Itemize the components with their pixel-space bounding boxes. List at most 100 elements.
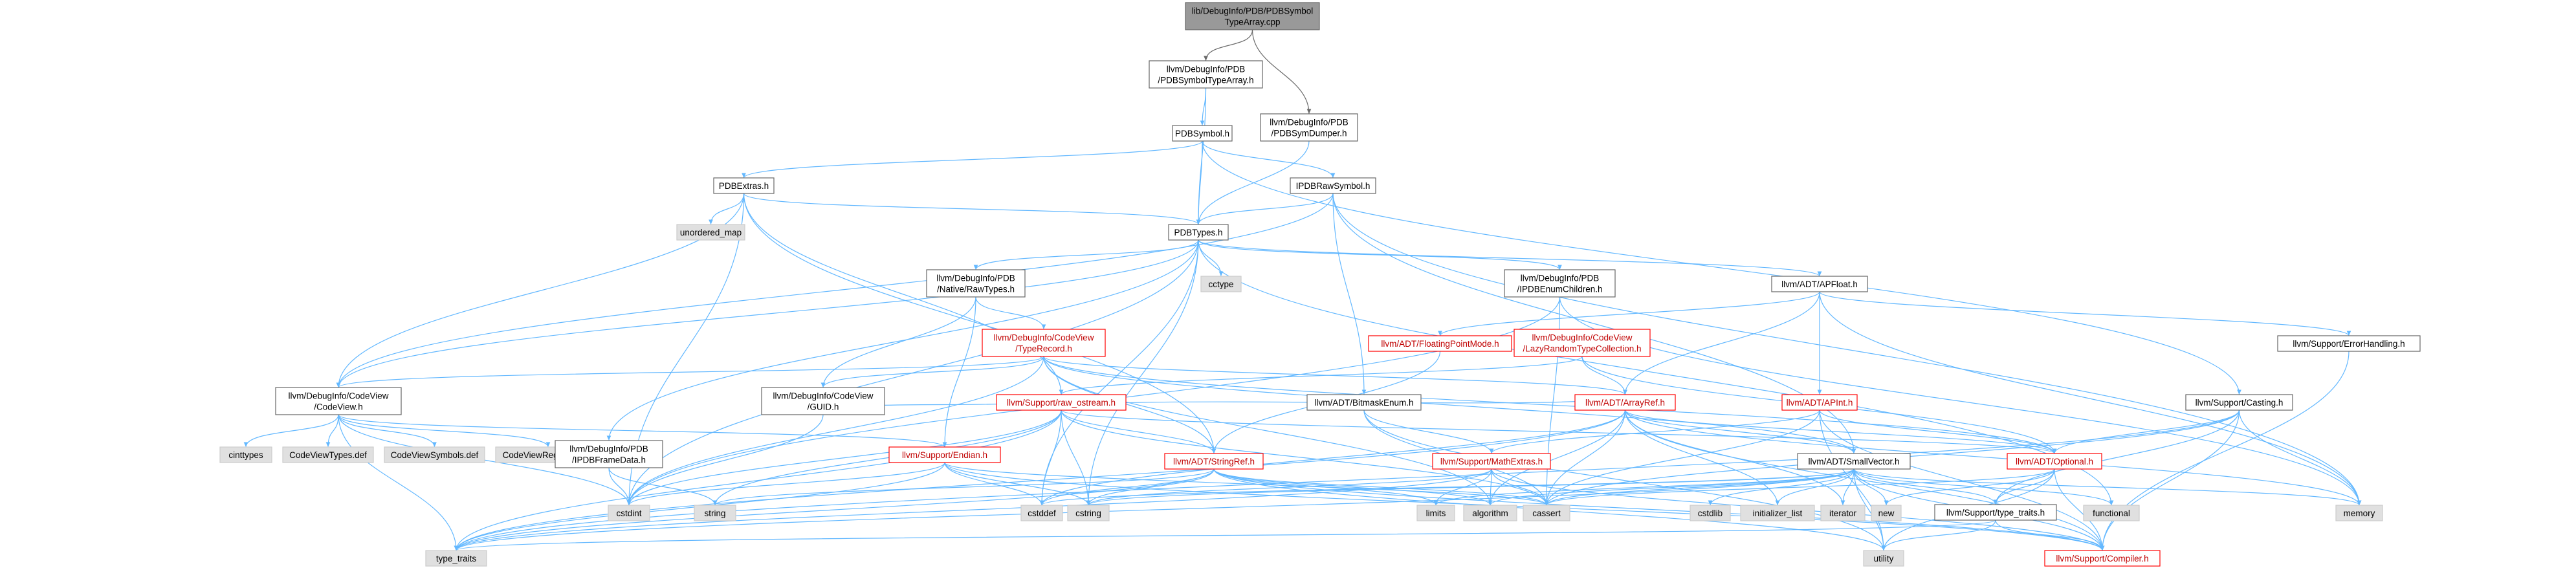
edge-codeview-to-codeviewregisters [338,414,551,448]
node-initializer_list[interactable]: initializer_list [1740,505,1815,521]
node-root[interactable]: lib/DebugInfo/PDB/PDBSymbolTypeArray.cpp [1185,2,1320,30]
edge-ipdbframedata-to-string [608,467,718,506]
edge-pdbextras-to-unordered_map [709,193,745,225]
node-label: CodeViewTypes.def [289,450,367,460]
node-memory[interactable]: memory [2335,505,2383,521]
node-codeview[interactable]: llvm/DebugInfo/CodeView/CodeView.h [275,387,402,415]
node-mathextras[interactable]: llvm/Support/MathExtras.h [1432,453,1551,470]
node-smallvector[interactable]: llvm/ADT/SmallVector.h [1797,453,1911,470]
node-label: llvm/Support/Compiler.h [2056,554,2148,563]
node-label: llvm/ADT/APInt.h [1787,398,1853,408]
node-label: llvm/Support/MathExtras.h [1440,457,1543,466]
node-label: cinttypes [228,450,263,460]
edge-typerecord-to-codeview [336,356,1044,388]
node-string[interactable]: string [694,505,736,521]
node-lazyrandom[interactable]: llvm/DebugInfo/CodeView/LazyRandomTypeCo… [1514,329,1651,357]
node-label: llvm/ADT/ArrayRef.h [1585,398,1665,408]
node-new[interactable]: new [1871,505,1902,521]
node-codeviewtypes[interactable]: CodeViewTypes.def [282,446,374,463]
node-label: limits [1426,508,1446,518]
edge-nativerawtypes-to-guid [820,296,976,388]
node-unordered_map[interactable]: unordered_map [676,224,745,241]
node-cstdint[interactable]: cstdint [608,505,650,521]
node-label: llvm/ADT/BitmaskEnum.h [1314,398,1413,408]
node-box [1820,505,1866,521]
node-label: llvm/DebugInfo/PDB [569,444,648,454]
node-box [1200,276,1242,292]
node-cstdlib[interactable]: cstdlib [1690,505,1731,521]
edge-nativerawtypes-to-endian [942,296,976,448]
edge-typerecord-to-cstdint [626,356,1044,506]
node-box [1740,505,1815,521]
node-endian[interactable]: llvm/Support/Endian.h [888,446,1001,463]
node-pdbsymbol[interactable]: PDBSymbol.h [1172,125,1233,142]
edge-stringref-to-algorithm [1213,468,1493,506]
node-label: PDBExtras.h [719,181,769,191]
edge-optional-to-compiler [2054,468,2105,551]
edge-raw_ostream-to-cassert [1061,410,1549,506]
node-box [1149,60,1263,89]
node-cassert[interactable]: cassert [1523,505,1570,521]
node-type_traits_h[interactable]: llvm/Support/type_traits.h [1934,504,2057,521]
edge-pdbsymbol-to-pdbtypes [1196,140,1203,225]
node-box [996,394,1127,411]
edge-ipdbframedata-to-cstdint [608,467,632,506]
edge-apfloat-to-arrayref [1623,291,1820,395]
node-bitmaskenum[interactable]: llvm/ADT/BitmaskEnum.h [1306,394,1422,411]
edge-pdbtypes-to-ipdbframedata [606,239,1199,441]
edge-smallvector-to-new [1853,468,1889,506]
node-iterator[interactable]: iterator [1820,505,1866,521]
edge-pdbtypes-to-apfloat [1198,239,1822,277]
node-label: /PDBSymbolTypeArray.h [1158,76,1253,85]
node-apfloat[interactable]: llvm/ADT/APFloat.h [1771,276,1868,292]
node-floatingpointmode[interactable]: llvm/ADT/FloatingPointMode.h [1368,335,1512,352]
node-cctype[interactable]: cctype [1200,276,1242,292]
node-apint[interactable]: llvm/ADT/APInt.h [1781,394,1858,411]
node-label: IPDBRawSymbol.h [1296,181,1371,191]
node-optional[interactable]: llvm/ADT/Optional.h [2007,453,2102,470]
node-type_traits[interactable]: type_traits [425,550,487,567]
edge-casting-to-type_traits [454,410,2240,551]
node-label: cstdint [616,508,641,518]
node-typerecord[interactable]: llvm/DebugInfo/CodeView/TypeRecord.h [982,329,1106,357]
node-functional[interactable]: functional [2083,505,2140,521]
node-arrayref[interactable]: llvm/ADT/ArrayRef.h [1574,394,1676,411]
node-box [761,387,885,415]
node-utility[interactable]: utility [1863,550,1904,567]
node-pdbsymdumper[interactable]: llvm/DebugInfo/PDB/PDBSymDumper.h [1260,113,1358,142]
node-label: algorithm [1472,508,1508,518]
edge-raw_ostream-to-cstdint [626,410,1062,506]
node-box [1690,505,1731,521]
node-pdbextras[interactable]: PDBExtras.h [713,177,775,194]
edge-typerecord-to-arrayref [1043,356,1627,395]
node-raw_ostream[interactable]: llvm/Support/raw_ostream.h [996,394,1127,411]
node-casting[interactable]: llvm/Support/Casting.h [2185,394,2293,411]
node-cstring[interactable]: cstring [1067,505,1110,521]
edge-root-to-pdbsymdumper [1251,29,1312,115]
node-pdbsymboltypearray[interactable]: llvm/DebugInfo/PDB/PDBSymbolTypeArray.h [1149,60,1263,89]
edge-bitmaskenum-to-utility [1363,410,1886,551]
node-pdbtypes[interactable]: PDBTypes.h [1168,224,1229,241]
node-ipdbrawsymbol[interactable]: IPDBRawSymbol.h [1290,177,1376,194]
node-cstddef[interactable]: cstddef [1020,505,1063,521]
node-box [2277,335,2421,352]
edge-optional-to-cassert [1544,468,2055,506]
edge-typerecord-to-guid [820,356,1044,388]
node-guid[interactable]: llvm/DebugInfo/CodeView/GUID.h [761,387,885,415]
node-compiler[interactable]: llvm/Support/Compiler.h [2044,550,2161,567]
node-algorithm[interactable]: algorithm [1463,505,1517,521]
node-limits[interactable]: limits [1416,505,1455,521]
node-box [1168,224,1229,241]
node-box [1020,505,1063,521]
edge-codeview-to-codeviewtypes [325,414,339,448]
node-errorhandling[interactable]: llvm/Support/ErrorHandling.h [2277,335,2421,352]
node-ipdbenumchildren[interactable]: llvm/DebugInfo/PDB/IPDBEnumChildren.h [1504,269,1616,298]
node-stringref[interactable]: llvm/ADT/StringRef.h [1164,453,1264,470]
edge-pdbextras-to-stringref [743,193,1216,454]
node-codeviewsymbols[interactable]: CodeViewSymbols.def [384,446,485,463]
node-cinttypes[interactable]: cinttypes [219,446,272,463]
node-ipdbframedata[interactable]: llvm/DebugInfo/PDB/IPDBFrameData.h [555,440,663,468]
node-nativerawtypes[interactable]: llvm/DebugInfo/PDB/Native/RawTypes.h [926,269,1026,298]
edge-arrayref-to-type_traits [454,410,1626,551]
node-label: llvm/ADT/StringRef.h [1173,457,1255,466]
